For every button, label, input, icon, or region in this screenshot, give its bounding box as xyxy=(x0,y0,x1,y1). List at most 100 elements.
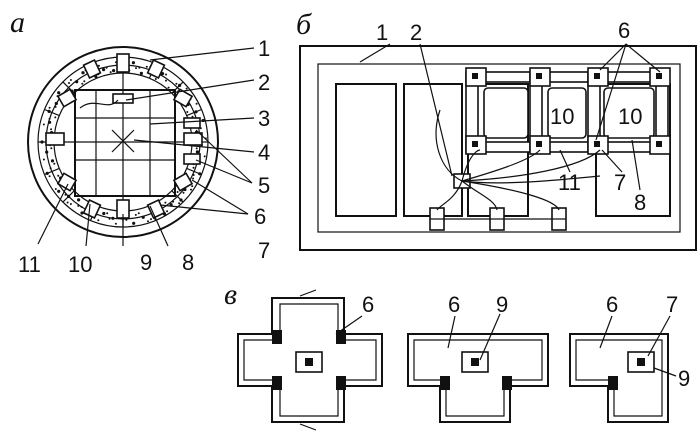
ring-dot xyxy=(57,174,60,177)
label-v-6-first: 6 xyxy=(362,292,374,317)
ring-segment-joint xyxy=(186,167,202,176)
ring-dot xyxy=(50,147,53,150)
ring-dot xyxy=(69,79,72,81)
label-a-5: 5 xyxy=(258,173,270,198)
label-a-3: 3 xyxy=(258,106,270,131)
label-v-9-third: 9 xyxy=(678,366,690,391)
ring-dot xyxy=(48,117,51,120)
ring-dot xyxy=(42,123,45,126)
label-a-8: 8 xyxy=(182,250,194,275)
ring-segment-joint xyxy=(171,81,184,94)
ring-dot xyxy=(154,78,157,80)
ring-dot xyxy=(203,155,206,158)
ring-dot xyxy=(80,205,83,208)
panel-a-drawing xyxy=(27,46,255,247)
ring-dot xyxy=(54,105,57,108)
panel-v-detail-1 xyxy=(237,289,383,431)
ring-dot xyxy=(192,166,195,169)
ring-dot xyxy=(134,213,137,216)
ring-dot xyxy=(109,71,112,74)
ring-dot xyxy=(102,211,106,216)
ring-dot xyxy=(131,61,135,65)
label-a-7: 7 xyxy=(258,238,270,263)
ring-dot xyxy=(195,150,199,154)
ring-dot xyxy=(137,212,140,215)
ring-dot xyxy=(69,203,72,205)
ring-segment-joint xyxy=(62,81,75,94)
ring-dot xyxy=(112,69,116,73)
ring-dot xyxy=(138,66,141,69)
panel-v-letter: в xyxy=(224,278,237,311)
ring-dot xyxy=(178,202,181,205)
ring-dot xyxy=(186,111,189,113)
ring-dot xyxy=(147,220,149,223)
ring-dot xyxy=(68,82,70,84)
ring-dot xyxy=(102,68,106,72)
label-b-6: 6 xyxy=(618,18,630,43)
ring-segment-joint xyxy=(62,190,75,203)
label-a-1: 1 xyxy=(258,36,270,61)
ring-dot xyxy=(132,221,136,225)
ring-dot xyxy=(191,115,194,118)
label-a-2: 2 xyxy=(258,70,270,95)
ring-dot xyxy=(77,204,80,207)
ring-dot xyxy=(64,193,67,196)
ring-dot xyxy=(175,82,178,85)
label-b-2: 2 xyxy=(410,20,422,45)
ring-dot xyxy=(50,128,53,131)
ring-dot xyxy=(166,210,169,213)
ring-dot xyxy=(66,201,69,204)
ring-dot xyxy=(165,79,167,82)
label-b-10-right: 10 xyxy=(618,104,642,129)
ring-dot xyxy=(111,216,115,220)
ring-dot xyxy=(48,175,51,178)
ring-dot xyxy=(164,201,167,204)
ring-dot xyxy=(81,82,84,85)
ring-dot xyxy=(139,71,143,75)
ring-dot xyxy=(54,116,57,119)
label-a-11: 11 xyxy=(18,252,41,277)
label-a-6: 6 xyxy=(254,204,266,229)
ring-segment-joint xyxy=(44,108,60,117)
ring-dot xyxy=(190,188,192,191)
label-v-7-third: 7 xyxy=(666,292,678,317)
ring-dot xyxy=(54,101,58,106)
ring-segment-joint xyxy=(44,167,60,176)
ring-dot xyxy=(97,64,100,67)
ring-dot xyxy=(185,87,188,90)
label-v-6-third: 6 xyxy=(606,292,618,317)
ring-dot xyxy=(48,106,51,109)
ring-segment-joint xyxy=(186,108,202,117)
panel-b-drawing xyxy=(299,43,697,251)
ring-dot xyxy=(191,185,194,188)
ring-dot xyxy=(97,219,100,222)
label-a-10: 10 xyxy=(68,252,92,277)
ring-dot xyxy=(195,147,198,150)
ring-dot xyxy=(192,177,195,180)
ring-dot xyxy=(150,218,152,221)
ring-dot xyxy=(83,80,86,83)
ring-dot xyxy=(54,188,57,190)
ring-dot xyxy=(135,67,137,70)
ring-dot xyxy=(165,73,167,76)
label-a-4: 4 xyxy=(258,140,270,165)
ring-dot xyxy=(42,158,45,161)
ring-dot xyxy=(125,218,128,221)
label-a-9: 9 xyxy=(140,250,152,275)
panel-a-letter: а xyxy=(10,6,25,39)
ring-dot xyxy=(105,66,108,69)
ring-dot xyxy=(182,191,185,194)
ring-dot xyxy=(57,189,61,193)
ring-dot xyxy=(45,150,49,154)
label-v-6-second: 6 xyxy=(448,292,460,317)
ring-dot xyxy=(145,65,148,68)
panel-v-detail-3 xyxy=(569,315,677,423)
ring-dot xyxy=(108,217,111,220)
ring-dot xyxy=(141,215,145,219)
label-v-9-second: 9 xyxy=(496,292,508,317)
ring-dot xyxy=(48,120,52,124)
label-b-1: 1 xyxy=(376,20,388,45)
ring-dot xyxy=(57,91,61,95)
